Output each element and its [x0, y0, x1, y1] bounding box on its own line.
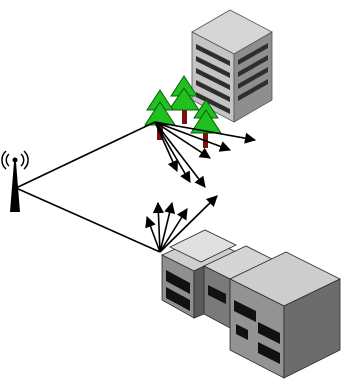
ray-to-trees — [15, 121, 156, 189]
scatter-ray — [154, 121, 257, 144]
scatter-ray — [159, 201, 176, 253]
scatter-ray — [152, 201, 165, 253]
scatter-ray — [154, 121, 206, 188]
scatter-ray — [159, 195, 218, 253]
ray-to-school — [15, 187, 161, 253]
signal-rays — [15, 121, 257, 253]
school-windows — [166, 270, 280, 364]
office-building — [191, 9, 273, 123]
scatter-ray — [154, 121, 178, 173]
tree-icon — [190, 99, 222, 148]
scatter-ray — [159, 208, 188, 253]
scatter-ray — [145, 215, 161, 253]
radio-tower-icon — [1, 150, 29, 212]
scatter-ray — [154, 121, 232, 152]
tree-icon — [168, 75, 200, 124]
scatter-ray — [154, 121, 211, 159]
scatter-ray — [154, 121, 191, 183]
